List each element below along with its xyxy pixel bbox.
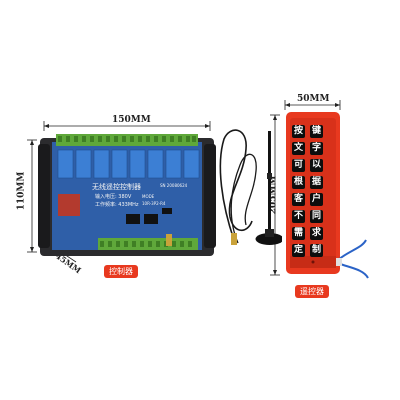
remote-key[interactable]: 字 [310, 142, 323, 155]
remote-key[interactable]: 客 [292, 193, 305, 206]
remote-key[interactable]: 制 [310, 244, 323, 257]
antenna-image [219, 129, 282, 245]
remote-width-label: 50MM [297, 94, 330, 104]
controller-board-image [38, 134, 216, 256]
remote-keypad: 按键文字可以根据客户不同需求定制 [292, 125, 332, 265]
board-mode-label: MODE [142, 194, 155, 199]
remote-key[interactable]: 定 [292, 244, 305, 257]
controller-tag: 控制器 [104, 265, 138, 278]
board-title: 无线遥控控制器 [92, 183, 141, 191]
remote-key[interactable]: 不 [292, 210, 305, 223]
remote-key[interactable]: 户 [310, 193, 323, 206]
board-line-2: 工作频率: 433MHz [95, 202, 139, 208]
board-model: 10R-3P2-R4 [142, 201, 166, 206]
remote-key[interactable]: 据 [310, 176, 323, 189]
remote-key[interactable]: 键 [310, 125, 323, 138]
remote-key[interactable]: 文 [292, 142, 305, 155]
remote-key[interactable]: 可 [292, 159, 305, 172]
board-line-1: 输入电压: 380V [95, 194, 132, 200]
remote-key[interactable]: 求 [310, 227, 323, 240]
remote-key[interactable]: 根 [292, 176, 305, 189]
controller-width-label: 150MM [112, 115, 151, 125]
remote-tag: 遥控器 [295, 285, 329, 298]
controller-height-label: 110MM [16, 171, 27, 211]
remote-key[interactable]: 同 [310, 210, 323, 223]
remote-key[interactable]: 以 [310, 159, 323, 172]
board-serial: SN 20080624 [160, 183, 188, 188]
remote-key[interactable]: 需 [292, 227, 305, 240]
remote-key[interactable]: 按 [292, 125, 305, 138]
